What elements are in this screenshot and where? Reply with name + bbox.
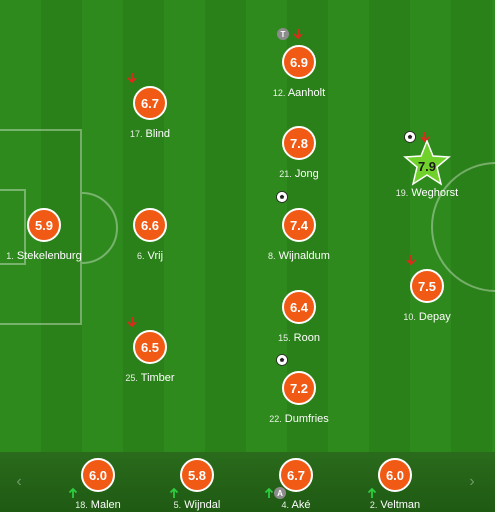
soccer-ball-icon bbox=[404, 131, 416, 143]
player-name-label: 4. Aké bbox=[281, 499, 311, 511]
sub-off-arrow-icon bbox=[420, 132, 430, 143]
sub-off-arrow-icon bbox=[293, 29, 303, 40]
player-dumfries[interactable]: 7.2 22. Dumfries bbox=[244, 354, 354, 441]
player-rating: 6.9 bbox=[282, 45, 316, 79]
player-name-label: 2. Veltman bbox=[369, 499, 421, 511]
player-timber[interactable]: 6.5 25. Timber bbox=[95, 317, 205, 400]
player-name-label: 12. Aanholt bbox=[272, 87, 326, 99]
substitute-malen[interactable]: 6.0 18. Malen bbox=[43, 456, 153, 512]
player-rating: 7.9 bbox=[417, 158, 437, 174]
player-rating: 7.8 bbox=[282, 126, 316, 160]
player-name-label: 21. Jong bbox=[279, 168, 319, 180]
player-rating: 6.7 bbox=[279, 458, 313, 492]
sub-on-arrow-icon bbox=[264, 487, 274, 498]
player-rating: 6.0 bbox=[81, 458, 115, 492]
substitute-wijndal[interactable]: 5.8 5. Wijndal bbox=[142, 456, 252, 512]
player-rating: 6.6 bbox=[133, 208, 167, 242]
substitute-veltman[interactable]: 6.0 2. Veltman bbox=[340, 456, 450, 512]
chevron-right-icon[interactable]: › bbox=[469, 473, 475, 490]
star-icon bbox=[403, 140, 451, 186]
player-name-label: 6. Vrij bbox=[136, 250, 164, 262]
captain-badge: T bbox=[277, 28, 289, 40]
player-name-label: 18. Malen bbox=[75, 499, 121, 511]
player-jong[interactable]: 7.8 21. Jong bbox=[244, 126, 354, 196]
sub-on-arrow-icon bbox=[68, 487, 78, 498]
player-name-label: 1. Stekelenburg bbox=[6, 250, 82, 262]
assist-badge: A bbox=[274, 487, 286, 499]
sub-on-arrow-icon bbox=[169, 487, 179, 498]
player-rating: 6.0 bbox=[378, 458, 412, 492]
player-rating: 7.2 bbox=[282, 371, 316, 405]
pitch: 5.9 1. Stekelenburg 6.7 17. Blind 6.6 6.… bbox=[0, 0, 495, 452]
player-depay[interactable]: 7.5 10. Depay bbox=[372, 255, 482, 339]
player-name-label: 10. Depay bbox=[403, 311, 451, 323]
player-roon[interactable]: 6.4 15. Roon bbox=[244, 290, 354, 360]
sub-off-arrow-icon bbox=[127, 73, 137, 84]
player-rating: 5.8 bbox=[180, 458, 214, 492]
player-wijnaldum[interactable]: 7.4 8. Wijnaldum bbox=[244, 191, 354, 278]
chevron-left-icon[interactable]: ‹ bbox=[16, 473, 22, 490]
player-weghorst[interactable]: 7.9 19. Weghorst bbox=[372, 131, 482, 215]
player-name-label: 22. Dumfries bbox=[269, 413, 329, 425]
player-stekelenburg[interactable]: 5.9 1. Stekelenburg bbox=[0, 208, 99, 278]
player-rating: 6.4 bbox=[282, 290, 316, 324]
soccer-ball-icon bbox=[276, 354, 288, 366]
player-vrij[interactable]: 6.6 6. Vrij bbox=[95, 208, 205, 278]
goal-area bbox=[0, 189, 26, 265]
top-rated-star: 7.9 bbox=[403, 140, 451, 186]
player-name-label: 15. Roon bbox=[278, 332, 320, 344]
player-name-label: 5. Wijndal bbox=[173, 499, 221, 511]
player-rating: 5.9 bbox=[27, 208, 61, 242]
player-name-label: 8. Wijnaldum bbox=[268, 250, 330, 262]
player-rating: 7.5 bbox=[410, 269, 444, 303]
player-name-label: 17. Blind bbox=[129, 128, 171, 140]
player-rating: 6.7 bbox=[133, 86, 167, 120]
penalty-area bbox=[0, 129, 82, 325]
player-aanholt[interactable]: T 6.9 12. Aanholt bbox=[244, 28, 354, 115]
player-blind[interactable]: 6.7 17. Blind bbox=[95, 73, 205, 156]
substitutes-bar: ‹ › 6.0 18. Malen 5.8 5. Wijndal 6.7 A 4… bbox=[0, 452, 495, 512]
player-name-label: 19. Weghorst bbox=[395, 187, 459, 199]
sub-on-arrow-icon bbox=[367, 487, 377, 498]
soccer-ball-icon bbox=[276, 191, 288, 203]
player-rating: 6.5 bbox=[133, 330, 167, 364]
player-name-label: 25. Timber bbox=[125, 372, 175, 384]
substitute-ake[interactable]: 6.7 A 4. Aké bbox=[241, 456, 351, 512]
sub-off-arrow-icon bbox=[406, 255, 416, 266]
sub-off-arrow-icon bbox=[127, 317, 137, 328]
player-rating: 7.4 bbox=[282, 208, 316, 242]
